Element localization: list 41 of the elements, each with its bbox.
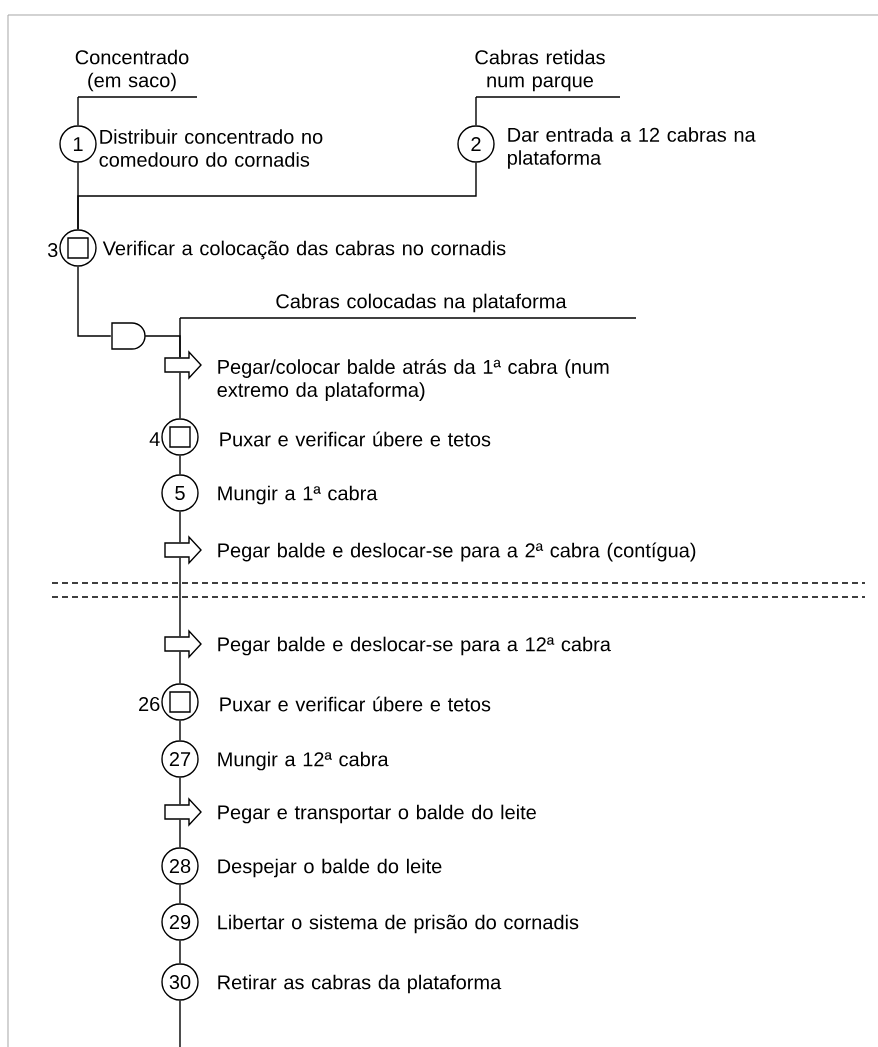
flow-line	[179, 651, 181, 684]
input-label: Cabras retidas num parque	[475, 49, 621, 98]
flow-line	[77, 266, 112, 337]
transport-symbol	[164, 629, 202, 659]
step-description: Distribuir concentrado no comedouro do cornadis	[99, 129, 323, 167]
flow-line	[179, 511, 181, 543]
step-description: Libertar o sistema de prisão do cornadis	[218, 914, 579, 934]
step-number: 3	[47, 242, 58, 258]
flow-line	[179, 557, 181, 637]
transport-symbol	[164, 535, 202, 565]
flow-line	[179, 819, 181, 848]
flow-line	[179, 884, 181, 904]
flow-line	[144, 335, 181, 358]
step-description: Mungir a 1ª cabra	[218, 485, 378, 505]
input-label: Concentrado (em saco)	[75, 49, 198, 98]
transport-symbol	[164, 350, 202, 380]
flow-line	[77, 162, 477, 230]
step-description: Pegar balde e deslocar-se para a 2ª cabra (contígua)	[218, 542, 696, 562]
step-description: Retirar as cabras da plataforma	[218, 974, 502, 994]
step-description: Pegar balde e deslocar-se para a 12ª cabra	[218, 636, 611, 656]
transport-symbol	[164, 797, 202, 827]
step-description: Verificar a colocação das cabras no cornadis	[102, 240, 506, 260]
flow-line	[475, 96, 477, 126]
step-description: Mungir a 12ª cabra	[218, 751, 389, 771]
delay-symbol	[111, 322, 146, 350]
flow-line	[179, 777, 181, 805]
flow-line	[179, 455, 181, 475]
step-description: Pegar/colocar balde atrás da 1ª cabra (num extremo da plataforma)	[217, 359, 609, 401]
flow-line	[179, 372, 181, 419]
step-number: 26	[139, 696, 160, 712]
step-description: Pegar e transportar o balde do leite	[218, 804, 536, 824]
step-description: Puxar e verificar úbere e tetos	[220, 431, 491, 447]
step-description: Dar entrada a 12 cabras na plataforma	[508, 127, 756, 169]
flow-line	[179, 1000, 181, 1047]
flow-line	[179, 940, 181, 964]
input-label: Cabras colocadas na plataforma	[179, 293, 637, 319]
flow-line	[77, 96, 79, 126]
step-description: Puxar e verificar úbere e tetos	[220, 696, 491, 712]
flow-line	[179, 720, 181, 741]
step-description: Despejar o balde do leite	[218, 858, 442, 878]
step-number: 4	[149, 432, 160, 446]
